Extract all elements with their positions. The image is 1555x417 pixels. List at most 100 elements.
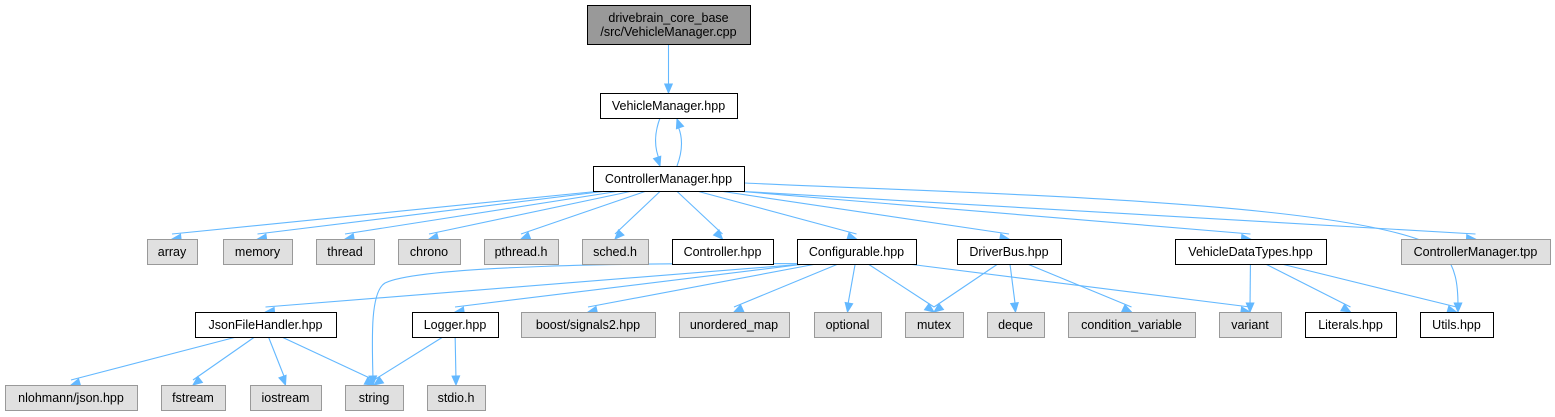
- edge-vdt-to-variant: [1245, 263, 1255, 314]
- node-box: [316, 239, 375, 265]
- node-box: [1420, 312, 1494, 338]
- node-controller[interactable]: Controller.hpp: [672, 239, 774, 265]
- node-label: chrono: [410, 245, 448, 259]
- node-box: [797, 239, 917, 265]
- node-pthread[interactable]: pthread.h: [484, 239, 559, 265]
- edge-line: [867, 263, 935, 308]
- node-box: [345, 385, 404, 411]
- edge-line: [281, 336, 375, 381]
- node-label: Utils.hpp: [1432, 318, 1481, 332]
- edge-line: [933, 263, 999, 308]
- node-box: [1219, 312, 1282, 338]
- edge-json-to-string: [281, 336, 376, 386]
- node-label: ControllerManager.tpp: [1414, 245, 1538, 259]
- edge-vdt-to-utils: [1281, 263, 1458, 314]
- node-label: mutex: [917, 318, 952, 332]
- edge-line: [1027, 263, 1132, 308]
- edges-layer: [69, 44, 1477, 387]
- nodes-layer: drivebrain_core_base/src/VehicleManager.…: [5, 5, 1551, 411]
- edge-cm-to-vm: [675, 117, 685, 167]
- node-optional[interactable]: optional: [814, 312, 882, 338]
- node-box: [427, 385, 486, 411]
- node-box: [398, 239, 461, 265]
- edge-configurable-to-variant: [907, 263, 1252, 316]
- node-label: condition_variable: [1081, 318, 1182, 332]
- edge-line: [454, 336, 457, 381]
- node-deque[interactable]: deque: [987, 312, 1045, 338]
- edge-json-to-nlohmann: [69, 336, 237, 387]
- edge-line: [719, 190, 1010, 235]
- edge-line: [267, 336, 287, 381]
- edge-cm-to-pthread: [519, 190, 647, 240]
- node-logger[interactable]: Logger.hpp: [412, 312, 499, 338]
- node-string[interactable]: string: [345, 385, 404, 411]
- node-signals[interactable]: boost/signals2.hpp: [521, 312, 656, 338]
- edge-cm-to-cmtpp: [735, 190, 1477, 243]
- node-json[interactable]: JsonFileHandler.hpp: [195, 312, 337, 338]
- node-label: deque: [998, 318, 1033, 332]
- node-literals[interactable]: Literals.hpp: [1305, 312, 1397, 338]
- node-root[interactable]: drivebrain_core_base/src/VehicleManager.…: [587, 5, 751, 45]
- edge-line: [614, 190, 661, 235]
- edge-root-to-vm: [663, 44, 674, 95]
- node-box: [905, 312, 964, 338]
- node-label: nlohmann/json.hpp: [18, 391, 124, 405]
- edge-vm-to-cm: [652, 117, 662, 168]
- node-label: stdio.h: [438, 391, 475, 405]
- edge-line: [70, 336, 237, 381]
- node-vm[interactable]: VehicleManager.hpp: [600, 93, 738, 119]
- node-variant[interactable]: variant: [1219, 312, 1282, 338]
- edge-line: [171, 190, 602, 235]
- edge-line: [1265, 263, 1351, 308]
- node-fstream[interactable]: fstream: [161, 385, 226, 411]
- node-label: iostream: [262, 391, 310, 405]
- node-condvar[interactable]: condition_variable: [1068, 312, 1196, 338]
- node-utils[interactable]: Utils.hpp: [1420, 312, 1494, 338]
- node-label: VehicleManager.hpp: [612, 99, 725, 113]
- edge-line: [676, 190, 723, 235]
- node-label: fstream: [172, 391, 214, 405]
- node-label: optional: [826, 318, 870, 332]
- node-box: [987, 312, 1045, 338]
- edge-cm-to-thread: [343, 190, 621, 242]
- node-nlohmann[interactable]: nlohmann/json.hpp: [5, 385, 138, 411]
- node-thread[interactable]: thread: [316, 239, 375, 265]
- edge-line: [192, 336, 255, 381]
- node-label: variant: [1231, 318, 1269, 332]
- node-mutex[interactable]: mutex: [905, 312, 964, 338]
- node-label: sched.h: [593, 245, 637, 259]
- edge-arrowhead: [1245, 302, 1255, 314]
- node-array[interactable]: array: [147, 239, 198, 265]
- node-memory[interactable]: memory: [223, 239, 293, 265]
- node-chrono[interactable]: chrono: [398, 239, 461, 265]
- node-stdio[interactable]: stdio.h: [427, 385, 486, 411]
- edge-line: [344, 190, 621, 235]
- node-box: [1305, 312, 1397, 338]
- node-vdt[interactable]: VehicleDataTypes.hpp: [1175, 239, 1327, 265]
- node-box: [223, 239, 293, 265]
- node-cmtpp[interactable]: ControllerManager.tpp: [1401, 239, 1551, 265]
- node-label: drivebrain_core_base: [608, 11, 728, 25]
- edge-line: [257, 190, 607, 235]
- node-configurable[interactable]: Configurable.hpp: [797, 239, 917, 265]
- edge-arrowhead: [1009, 302, 1019, 314]
- edge-driverbus-to-mutex: [932, 263, 999, 313]
- node-label: ControllerManager.hpp: [605, 172, 732, 186]
- edge-json-to-fstream: [191, 336, 255, 386]
- edge-configurable-to-umap: [732, 263, 839, 313]
- edge-line: [373, 336, 444, 381]
- node-iostream[interactable]: iostream: [250, 385, 322, 411]
- node-driverbus[interactable]: DriverBus.hpp: [957, 239, 1062, 265]
- edge-line: [520, 190, 647, 235]
- edge-line: [735, 190, 1251, 235]
- node-label: memory: [235, 245, 281, 259]
- edge-configurable-to-optional: [844, 263, 856, 314]
- node-sched[interactable]: sched.h: [582, 239, 649, 265]
- node-umap[interactable]: unordered_map: [679, 312, 790, 338]
- node-box: [1175, 239, 1327, 265]
- node-cm[interactable]: ControllerManager.hpp: [593, 166, 745, 192]
- node-box: [161, 385, 226, 411]
- edge-arrowhead: [278, 374, 287, 387]
- edge-arrowhead: [675, 117, 685, 130]
- node-box: [957, 239, 1062, 265]
